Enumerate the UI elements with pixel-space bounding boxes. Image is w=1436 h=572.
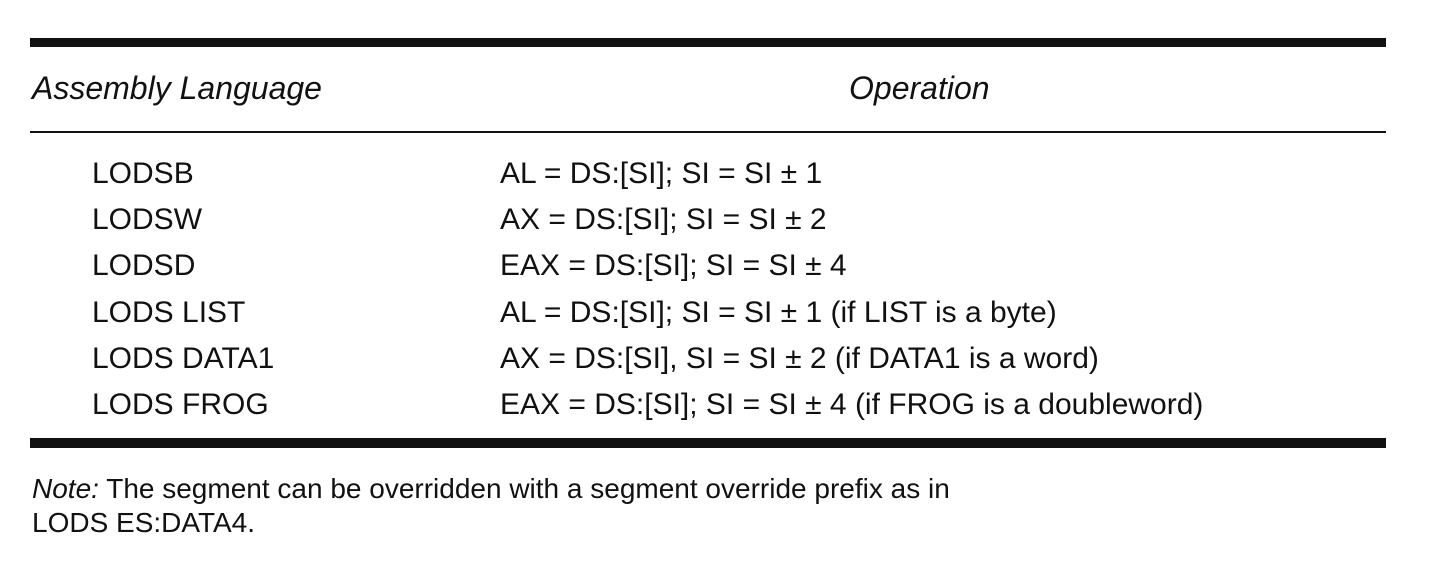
table-note: Note: The segment can be overridden with… bbox=[32, 472, 1392, 540]
table-top-rule bbox=[30, 38, 1386, 47]
operation-cell: EAX = DS:[SI]; SI = SI ± 4 (if FROG is a… bbox=[500, 387, 1204, 421]
column-header-operation: Operation bbox=[849, 70, 990, 106]
instruction-cell: LODS FROG bbox=[92, 387, 269, 421]
table-body: LODSB AL = DS:[SI]; SI = SI ± 1 LODSW AX… bbox=[0, 151, 1436, 428]
note-label: Note: bbox=[32, 473, 99, 504]
instruction-cell: LODS DATA1 bbox=[92, 341, 275, 375]
operation-cell: AL = DS:[SI]; SI = SI ± 1 bbox=[500, 157, 823, 190]
instruction-cell: LODSD bbox=[92, 249, 196, 283]
instruction-cell: LODS LIST bbox=[92, 295, 246, 329]
table-bottom-rule bbox=[30, 438, 1386, 448]
column-header-assembly-language: Assembly Language bbox=[32, 70, 322, 106]
operation-cell: AL = DS:[SI]; SI = SI ± 1 (if LIST is a … bbox=[500, 295, 1057, 329]
table-row: LODS DATA1 AX = DS:[SI], SI = SI ± 2 (if… bbox=[0, 336, 1436, 382]
note-line-2: LODS ES:DATA4. bbox=[32, 507, 256, 538]
operation-cell: AX = DS:[SI]; SI = SI ± 2 bbox=[500, 203, 827, 237]
table-header-rule bbox=[30, 131, 1386, 133]
table-row: LODS LIST AL = DS:[SI]; SI = SI ± 1 (if … bbox=[0, 290, 1436, 336]
table-row: LODS FROG EAX = DS:[SI]; SI = SI ± 4 (if… bbox=[0, 382, 1436, 428]
table-row: LODSB AL = DS:[SI]; SI = SI ± 1 bbox=[0, 151, 1436, 197]
note-text: The segment can be overridden with a seg… bbox=[98, 473, 950, 504]
instruction-cell: LODSB bbox=[92, 157, 194, 190]
operation-cell: AX = DS:[SI], SI = SI ± 2 (if DATA1 is a… bbox=[500, 341, 1099, 375]
note-line-1: Note: The segment can be overridden with… bbox=[32, 472, 1392, 506]
table-row: LODSW AX = DS:[SI]; SI = SI ± 2 bbox=[0, 197, 1436, 243]
instruction-cell: LODSW bbox=[92, 203, 203, 237]
operation-cell: EAX = DS:[SI]; SI = SI ± 4 bbox=[500, 249, 847, 283]
table-row: LODSD EAX = DS:[SI]; SI = SI ± 4 bbox=[0, 243, 1436, 289]
